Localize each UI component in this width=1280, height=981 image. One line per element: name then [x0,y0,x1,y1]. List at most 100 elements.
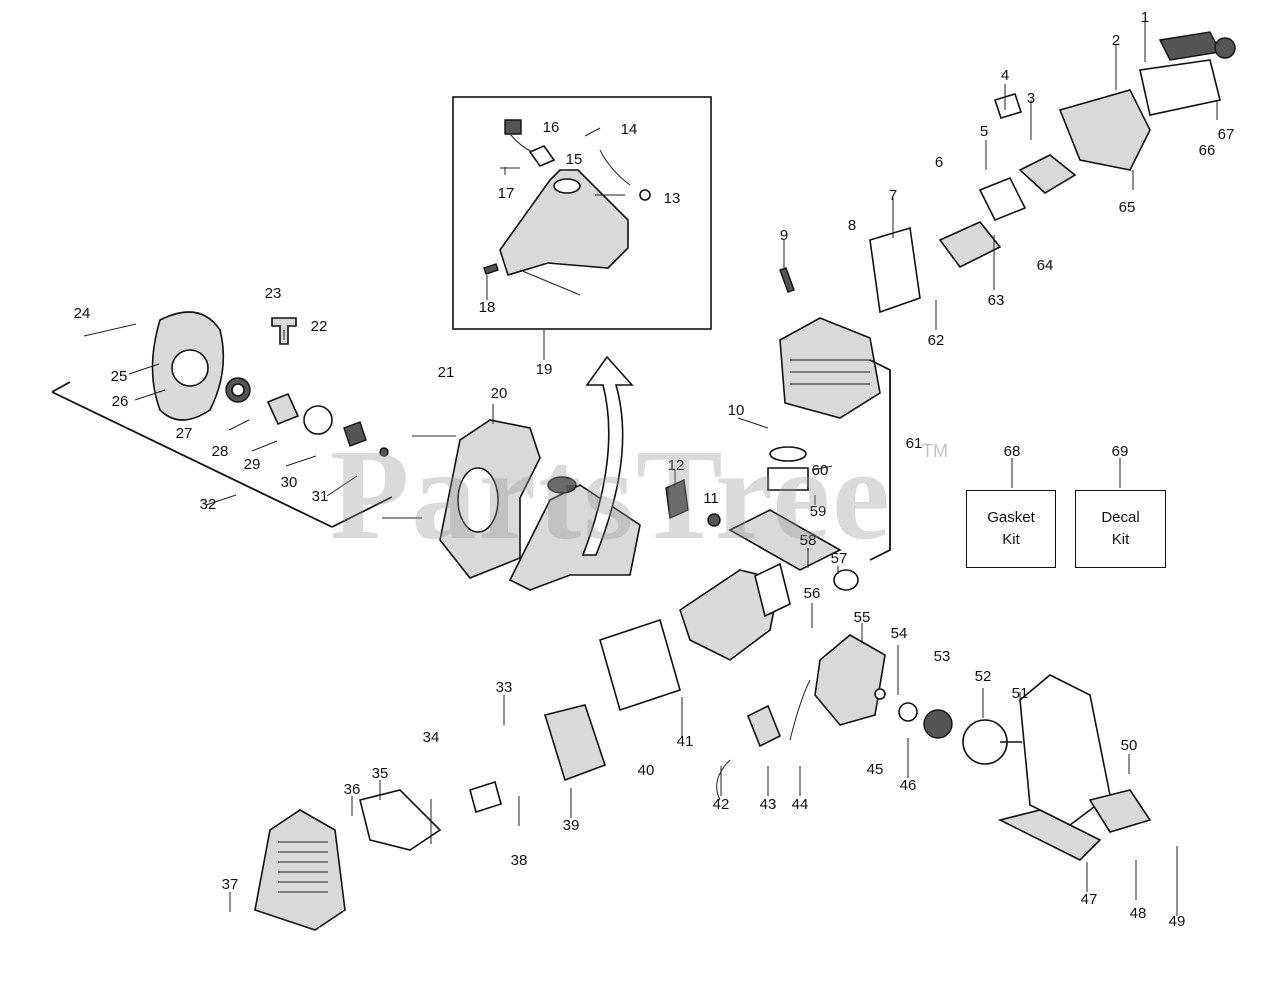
callout-27: 27 [176,425,193,442]
curved-arrow-icon [581,355,634,556]
callout-4: 4 [1001,67,1009,84]
callout-8: 8 [848,217,856,234]
clutch-drum-part [962,719,1022,765]
watermark: PartsTree [330,423,892,567]
recoil-starter-group [51,311,393,528]
callout-30: 30 [281,474,298,491]
engine-housing-part [382,419,541,579]
callout-43: 43 [760,796,777,813]
gear-housing-part [997,674,1152,861]
callout-65: 65 [1119,199,1136,216]
callout-57: 57 [831,550,848,567]
callout-46: 46 [900,777,917,794]
callout-22: 22 [311,318,328,335]
callout-29: 29 [244,456,261,473]
callout-38: 38 [511,852,528,869]
callout-9: 9 [780,227,788,244]
engine-cover-part [254,789,442,931]
trademark-mark: TM [922,441,948,461]
callout-18: 18 [479,299,496,316]
decal-kit-box: Decal Kit [1075,490,1166,568]
piston-part [767,446,809,491]
callout-64: 64 [1037,257,1054,274]
callout-26: 26 [112,393,129,410]
callout-37: 37 [222,876,239,893]
callout-39: 39 [563,817,580,834]
callout-23: 23 [265,285,282,302]
fuel-cap-part [504,119,556,167]
callout-35: 35 [372,765,389,782]
callout-66: 66 [1199,142,1216,159]
callout-48: 48 [1130,905,1147,922]
ignition-module-part [665,478,689,520]
callout-49: 49 [1169,913,1186,930]
callout-6: 6 [935,154,943,171]
callout-41: 41 [677,733,694,750]
callout-53: 53 [934,648,951,665]
gasket-kit-line1: Gasket [987,509,1035,526]
callout-60: 60 [812,462,829,479]
callout-51: 51 [1012,685,1029,702]
callout-1: 1 [1141,9,1149,26]
air-filter-part [869,93,1023,314]
callout-68: 68 [1004,443,1021,460]
callout-24: 24 [74,305,91,322]
callout-69: 69 [1112,443,1129,460]
callout-2: 2 [1112,32,1120,49]
gasket-kit-line2: Kit [1002,531,1020,548]
callout-47: 47 [1081,891,1098,908]
callout-54: 54 [891,625,908,642]
decal-kit-line1: Decal [1101,509,1140,526]
callout-67: 67 [1218,126,1235,143]
cylinder-part [779,317,891,561]
callout-32: 32 [200,496,217,513]
leader-lines [128,22,1218,916]
callout-15: 15 [566,151,583,168]
ignition-coil-part [716,679,811,801]
callout-16: 16 [543,119,560,136]
callout-58: 58 [800,532,817,549]
spark-plug-part [779,267,795,293]
callout-56: 56 [804,585,821,602]
callout-12: 12 [668,457,685,474]
spark-arrestor-part [469,618,681,814]
callout-13: 13 [664,190,681,207]
callout-50: 50 [1121,737,1138,754]
callout-34: 34 [423,729,440,746]
callout-5: 5 [980,123,988,140]
callout-63: 63 [988,292,1005,309]
callout-numbers: 1 2 3 4 5 6 7 8 9 10 11 12 13 14 15 16 1… [74,9,1235,930]
flywheel-part [814,634,953,739]
callout-17: 17 [498,185,515,202]
callout-36: 36 [344,781,361,798]
callout-52: 52 [975,668,992,685]
fuel-tank-part [483,149,651,296]
callout-7: 7 [889,187,897,204]
callout-21: 21 [438,364,455,381]
callout-25: 25 [111,368,128,385]
callout-14: 14 [621,121,638,138]
callout-40: 40 [638,762,655,779]
callout-44: 44 [792,796,809,813]
callout-28: 28 [212,443,229,460]
callout-19: 19 [536,361,553,378]
callout-33: 33 [496,679,513,696]
callout-31: 31 [312,488,329,505]
callout-11: 11 [703,490,719,507]
callout-42: 42 [713,796,730,813]
crankshaft-part [707,509,859,591]
decal-kit-line2: Kit [1111,531,1130,548]
callout-10: 10 [728,402,745,419]
gasket-kit-box: Gasket Kit [966,490,1056,568]
callout-61: 61 [906,435,923,452]
callout-20: 20 [491,385,508,402]
callout-62: 62 [928,332,945,349]
callout-55: 55 [854,609,871,626]
callout-45: 45 [867,761,884,778]
crankcase-part [679,562,791,661]
callout-59: 59 [810,503,827,520]
muffler-part [1058,31,1236,171]
carburetor-part [938,154,1077,269]
